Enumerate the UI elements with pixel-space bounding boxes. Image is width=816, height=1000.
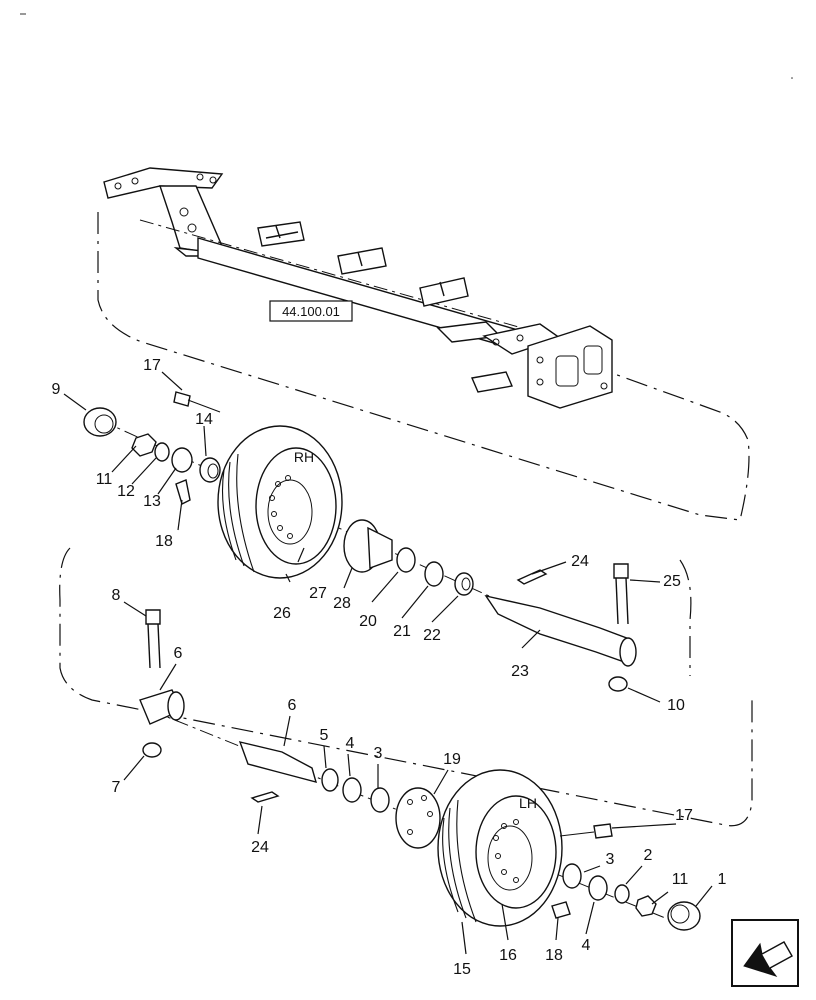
callout-17: 17 [143, 357, 161, 374]
callout-1: 1 [718, 871, 727, 888]
callout-22: 22 [423, 627, 441, 644]
axle-frame [103, 167, 613, 409]
lh-label: LH [519, 795, 537, 811]
callout-25: 25 [663, 573, 681, 590]
callout-17-lower: 17 [675, 807, 693, 824]
callout-4-upper: 4 [346, 735, 355, 752]
callout-6-collar: 6 [174, 645, 183, 662]
lh-wheel-assembly [139, 609, 701, 931]
callout-5: 5 [320, 727, 329, 744]
callout-27: 27 [309, 585, 327, 602]
reference-code: 44.100.01 [282, 304, 340, 319]
callout-18: 18 [155, 533, 173, 550]
lower-phantom-outline [59, 547, 753, 827]
callout-24-lower: 24 [251, 839, 269, 856]
callout-19: 19 [443, 751, 461, 768]
arrow-back-icon [743, 941, 793, 977]
callout-8: 8 [112, 587, 121, 604]
callout-24: 24 [571, 553, 589, 570]
callout-13: 13 [143, 493, 161, 510]
callout-10: 10 [667, 697, 685, 714]
callout-20: 20 [359, 613, 377, 630]
callout-4-lower: 4 [582, 937, 591, 954]
callout-6-shaft: 6 [288, 697, 297, 714]
back-navigation-button[interactable] [731, 919, 799, 987]
callout-16: 16 [499, 947, 517, 964]
callout-28: 28 [333, 595, 351, 612]
callout-7: 7 [112, 779, 121, 796]
callout-11-lower: 11 [672, 871, 689, 888]
rh-label: RH [294, 449, 314, 465]
rh-wheel-assembly [83, 391, 637, 692]
callout-9: 9 [52, 381, 61, 398]
callout-labels: 9 11 12 13 14 17 18 26 27 28 20 21 22 24… [52, 357, 727, 978]
callout-3-upper: 3 [374, 745, 383, 762]
callout-12: 12 [117, 483, 135, 500]
scan-speck [791, 77, 793, 79]
callout-14: 14 [195, 411, 213, 428]
callout-21: 21 [393, 623, 411, 640]
callout-26: 26 [273, 605, 291, 622]
upper-phantom-outline [97, 212, 750, 521]
axle-phantom-outline [679, 559, 692, 676]
callout-2: 2 [644, 847, 653, 864]
callout-11: 11 [96, 471, 113, 488]
callout-23: 23 [511, 663, 529, 680]
reference-box[interactable]: 44.100.01 [269, 300, 353, 322]
callout-3-lower: 3 [606, 851, 615, 868]
callout-18-lower: 18 [545, 947, 563, 964]
leader-lines [63, 371, 713, 955]
callout-15: 15 [453, 961, 471, 978]
